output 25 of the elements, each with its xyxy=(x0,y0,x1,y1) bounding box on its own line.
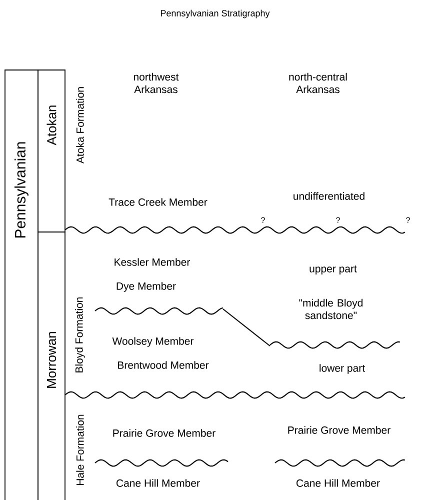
period-box: Pennsylvanian xyxy=(4,70,38,500)
diagram-title: Pennsylvanian Stratigraphy xyxy=(160,10,270,18)
formation-label: Atoka Formation xyxy=(76,87,84,164)
unit-label: undifferentiated xyxy=(294,192,364,200)
unit-label: lower part xyxy=(320,364,365,374)
unit-label: upper part xyxy=(310,266,357,274)
question-mark: ? xyxy=(261,217,265,223)
period-box: Morrowan xyxy=(38,232,66,500)
unit-label: "middle Bloyd sandstone" xyxy=(299,298,363,320)
member-label: Brentwood Member xyxy=(118,361,209,369)
member-label: Dye Member xyxy=(116,282,176,292)
question-mark: ? xyxy=(406,217,410,223)
member-label: Prairie Grove Member xyxy=(113,429,216,437)
member-label: Cane Hill Member xyxy=(296,479,380,487)
formation-label: Bloyd Formation xyxy=(75,297,85,372)
member-label: Prairie Grove Member xyxy=(288,426,390,434)
member-label: Cane Hill Member xyxy=(116,479,200,487)
member-label: Kessler Member xyxy=(114,258,190,266)
formation-label: Hale Formation xyxy=(76,414,84,486)
period-box: Atokan xyxy=(38,70,66,232)
member-label: Woolsey Member xyxy=(112,337,194,347)
column-heading: north-central Arkansas xyxy=(289,72,347,94)
question-mark: ? xyxy=(336,217,340,223)
member-label: Trace Creek Member xyxy=(108,198,208,206)
column-heading: northwest Arkansas xyxy=(134,72,179,94)
